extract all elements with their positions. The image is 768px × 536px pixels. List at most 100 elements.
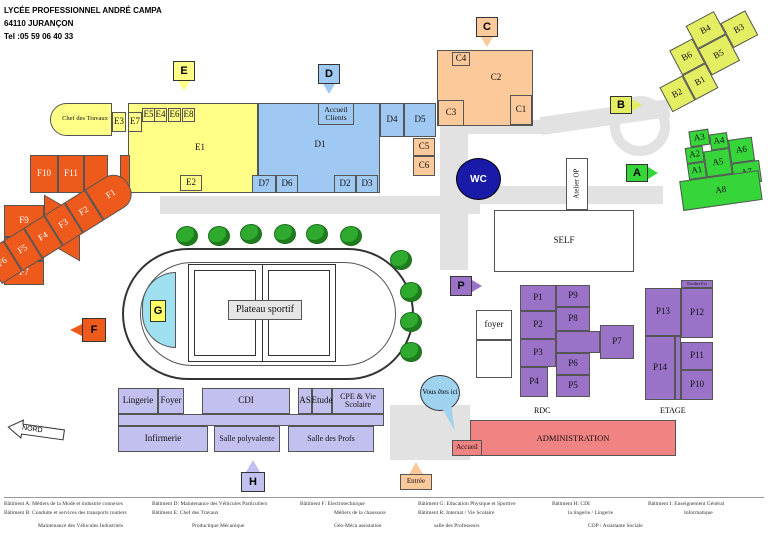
legend-row2-col2: Bâtiment E: Chef des Travaux bbox=[152, 510, 219, 516]
tree-icon bbox=[400, 342, 422, 362]
wc-main-label: WC bbox=[470, 173, 487, 185]
room-a4-label: A4 bbox=[712, 134, 726, 147]
room-f4-label: F4 bbox=[36, 229, 50, 244]
room-c3[interactable]: C3 bbox=[438, 100, 464, 126]
wc-main[interactable]: WC bbox=[456, 158, 501, 200]
accueil-room[interactable]: Accueil bbox=[452, 440, 482, 456]
room-c4[interactable]: C4 bbox=[452, 52, 470, 66]
room-accueil-clients[interactable]: Accueil Clients bbox=[318, 103, 354, 125]
room-salle-des-profs[interactable]: Salle des Profs bbox=[288, 426, 374, 452]
letter-e: E bbox=[180, 65, 188, 77]
room-c5[interactable]: C5 bbox=[413, 138, 435, 156]
room-e3[interactable]: E3 bbox=[112, 112, 126, 132]
foyer-label: foyer bbox=[484, 319, 504, 330]
room-p4[interactable]: P4 bbox=[520, 367, 548, 397]
room-e4[interactable]: E4 bbox=[154, 108, 167, 122]
room-p7[interactable]: P7 bbox=[600, 325, 634, 359]
room-c6[interactable]: C6 bbox=[413, 156, 435, 176]
room-c6-label: C6 bbox=[418, 160, 430, 171]
arrow-e-down-icon bbox=[178, 81, 190, 91]
arrow-d-down-icon bbox=[323, 84, 335, 94]
room-d7[interactable]: D7 bbox=[252, 175, 276, 193]
letter-f-marker[interactable]: F bbox=[82, 318, 106, 342]
room-p13-label: P13 bbox=[655, 306, 670, 317]
room-c1[interactable]: C1 bbox=[510, 95, 532, 125]
chef-label: Chef des Travaux bbox=[62, 115, 108, 123]
room-cdi[interactable]: CDI bbox=[202, 388, 290, 414]
room-cpe[interactable]: CPE & Vie Scolaire bbox=[332, 388, 384, 414]
room-a5[interactable]: A5 bbox=[703, 147, 733, 178]
building-a: A1 A2 A3 A4 A5 A6 A7 A8 bbox=[661, 121, 768, 218]
room-e7[interactable]: E7 bbox=[128, 112, 142, 132]
atelier-op[interactable]: Atelier OP bbox=[566, 158, 588, 210]
room-e1-label: E1 bbox=[195, 141, 205, 152]
room-salle-polyvalente[interactable]: Salle polyvalente bbox=[214, 426, 280, 452]
room-p14[interactable]: P14 bbox=[645, 336, 675, 400]
room-e2[interactable]: E2 bbox=[180, 175, 202, 191]
room-p6[interactable]: P6 bbox=[556, 353, 590, 375]
school-city: 64110 JURANÇON bbox=[4, 19, 74, 28]
room-e1[interactable]: E1 bbox=[160, 125, 240, 170]
room-etude[interactable]: Etude bbox=[312, 388, 333, 414]
room-e5[interactable]: E5 bbox=[142, 108, 155, 122]
room-foyer-h[interactable]: Foyer bbox=[158, 388, 184, 414]
room-p1[interactable]: P1 bbox=[520, 285, 556, 311]
letter-d-marker[interactable]: D bbox=[318, 64, 340, 84]
room-p11-label: P11 bbox=[690, 350, 704, 361]
room-p12[interactable]: P12 bbox=[681, 288, 713, 338]
room-f2-label: F2 bbox=[76, 204, 91, 218]
room-b5-label: B5 bbox=[711, 47, 726, 62]
room-a2[interactable]: A2 bbox=[684, 145, 705, 164]
room-lingerie[interactable]: Lingerie bbox=[118, 388, 158, 414]
room-a3[interactable]: A3 bbox=[688, 128, 711, 148]
room-f10[interactable]: F10 bbox=[30, 155, 58, 193]
room-p11[interactable]: P11 bbox=[681, 342, 713, 370]
letter-h-marker[interactable]: H bbox=[241, 472, 265, 492]
room-f11[interactable]: F11 bbox=[58, 155, 84, 193]
room-c2[interactable]: C2 bbox=[470, 60, 522, 95]
room-p13[interactable]: P13 bbox=[645, 288, 681, 336]
administration-building[interactable]: ADMINISTRATION bbox=[470, 420, 676, 456]
letter-p-marker[interactable]: P bbox=[450, 276, 472, 296]
room-p6-label: P6 bbox=[568, 358, 578, 369]
room-chef-des-travaux[interactable]: Chef des Travaux bbox=[50, 103, 112, 136]
room-p5[interactable]: P5 bbox=[556, 375, 590, 397]
room-d1[interactable]: D1 bbox=[290, 130, 350, 160]
room-p8[interactable]: P8 bbox=[556, 307, 590, 331]
letter-c-marker[interactable]: C bbox=[476, 17, 498, 37]
legend-row1-col4: Bâtiment G: Education Physique et Sporti… bbox=[418, 501, 516, 507]
walkway-east bbox=[468, 186, 663, 204]
escalier-label: Escalier Ext bbox=[687, 280, 707, 286]
room-a6[interactable]: A6 bbox=[727, 136, 756, 164]
tree-icon bbox=[340, 226, 362, 246]
room-p-corridor bbox=[556, 331, 600, 353]
room-p2[interactable]: P2 bbox=[520, 311, 556, 339]
room-d4[interactable]: D4 bbox=[380, 103, 404, 137]
entree-marker[interactable]: Entrée bbox=[400, 474, 432, 490]
room-f9-label: F9 bbox=[19, 215, 29, 226]
letter-b-marker[interactable]: B bbox=[610, 96, 632, 114]
self-building[interactable]: SELF bbox=[494, 210, 634, 272]
room-e6[interactable]: E6 bbox=[168, 108, 181, 122]
room-c2-label: C2 bbox=[490, 71, 502, 82]
room-d5[interactable]: D5 bbox=[404, 103, 436, 137]
room-c1-label: C1 bbox=[515, 104, 527, 115]
room-b4-label: B4 bbox=[698, 22, 713, 37]
room-d6[interactable]: D6 bbox=[276, 175, 298, 193]
atelier-label: Atelier OP bbox=[572, 168, 581, 200]
room-d2-label: D2 bbox=[339, 178, 351, 189]
cpe-label: CPE & Vie Scolaire bbox=[340, 391, 376, 409]
room-d3[interactable]: D3 bbox=[356, 175, 378, 193]
letter-e-marker[interactable]: E bbox=[173, 61, 195, 81]
letter-g-marker[interactable]: G bbox=[150, 300, 166, 322]
room-infirmerie[interactable]: Infirmerie bbox=[118, 426, 208, 452]
room-as[interactable]: AS bbox=[298, 388, 312, 414]
letter-a-marker[interactable]: A bbox=[626, 164, 648, 182]
room-p10[interactable]: P10 bbox=[681, 370, 713, 400]
room-d2[interactable]: D2 bbox=[334, 175, 356, 193]
building-p-etage: P13 P14 P12 P11 P10 Escalier Ext bbox=[645, 280, 715, 402]
room-p3[interactable]: P3 bbox=[520, 339, 556, 367]
room-p9[interactable]: P9 bbox=[556, 285, 590, 307]
foyer-building[interactable]: foyer bbox=[476, 310, 512, 340]
room-e8[interactable]: E8 bbox=[182, 108, 195, 122]
